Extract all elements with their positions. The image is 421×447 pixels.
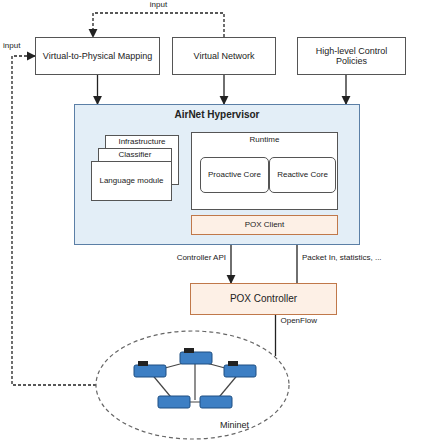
node-label: Reactive Core: [274, 170, 331, 179]
connector-arrow: [345, 75, 346, 104]
input-box: Virtual Network: [172, 37, 276, 75]
controller-box: POX Controller: [190, 283, 337, 315]
input-box: Virtual-to-Physical Mapping: [35, 37, 160, 75]
node-label: Classifier: [116, 150, 155, 159]
dashed-input-arrow: [93, 13, 224, 37]
node-label: Language module: [96, 176, 166, 185]
connector-arrow: [97, 75, 98, 104]
input-box: High-level Control Policies: [297, 37, 406, 75]
module-card: Language module: [91, 161, 172, 201]
node-label: POX Controller: [227, 293, 300, 305]
edge-label: input: [2, 42, 21, 51]
node-label: Mininet: [217, 420, 252, 430]
edge-label: Controller API: [176, 254, 227, 263]
node-label: Virtual Network: [191, 51, 258, 61]
node-label: Runtime: [247, 135, 283, 144]
switch-tops: [138, 348, 238, 366]
cloud-outline: [95, 330, 290, 440]
runtime-box: RuntimeProactive Core Reactive Core: [191, 132, 338, 210]
network-cloud: Mininet: [95, 330, 290, 440]
node-label: High-level Control Policies: [298, 46, 405, 67]
connector-arrow: [223, 75, 224, 104]
switch-icons: [134, 352, 256, 408]
hypervisor-box: AirNet HypervisorInfrastructureClassifie…: [74, 104, 360, 245]
node-label: Virtual-to-Physical Mapping: [40, 51, 155, 61]
edge-label: Packet In, statistics, ...: [301, 254, 383, 263]
client-bar: POX Client: [191, 215, 338, 235]
edge-label: input: [149, 1, 168, 10]
node-label: AirNet Hypervisor: [171, 109, 262, 121]
core-box: Proactive Core: [200, 157, 269, 193]
node-label: Infrastructure: [115, 137, 168, 146]
core-box: Reactive Core: [269, 157, 336, 193]
edge-label: OpenFlow: [280, 317, 318, 326]
connector-arrow: [275, 315, 276, 356]
node-label: POX Client: [242, 220, 288, 229]
node-label: Proactive Core: [205, 170, 264, 179]
